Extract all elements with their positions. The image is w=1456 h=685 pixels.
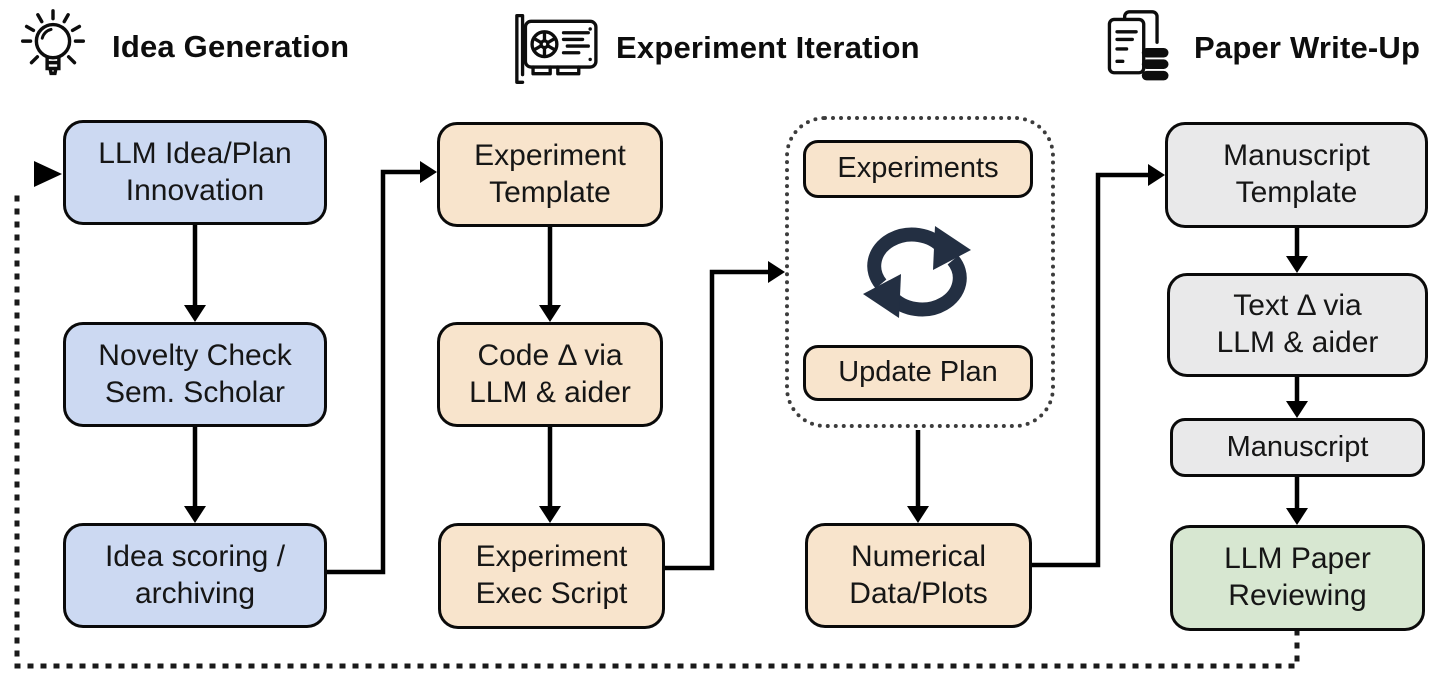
node-label: Manuscript Template [1223,139,1370,209]
arrow-manuscript-template-to-text [1286,228,1308,273]
node-text-delta: Text Δ via LLM & aider [1167,273,1428,377]
cycle-arrows-icon [856,220,978,324]
gpu-icon [508,8,600,88]
section-title: Idea Generation [112,29,350,64]
arrow-llm-idea-to-novelty [184,225,206,322]
node-experiments: Experiments [803,140,1033,198]
connector-exec-to-loop [665,261,785,571]
node-label: Text Δ via LLM & aider [1216,289,1379,359]
arrow-template-to-code [539,227,561,322]
section-title: Paper Write-Up [1194,30,1421,65]
node-label: Numerical Data/Plots [849,539,988,610]
node-label: Code Δ via LLM & aider [469,338,631,409]
node-label: Experiment Template [474,138,626,209]
section-header-idea-generation: Idea Generation [10,4,349,90]
node-code-delta: Code Δ via LLM & aider [437,322,663,427]
section-title: Experiment Iteration [616,30,920,65]
node-llm-idea-plan-innovation: LLM Idea/Plan Innovation [63,120,327,225]
solid-arrows [184,161,1308,575]
node-label: LLM Idea/Plan Innovation [98,136,292,207]
feedback-arrowhead [34,161,62,187]
lightbulb-icon [10,4,96,90]
arrow-loop-to-numerical [907,430,929,523]
section-header-paper-write-up: Paper Write-Up [1098,6,1420,90]
arrow-novelty-to-scoring [184,427,206,523]
node-label: Update Plan [838,356,998,389]
node-novelty-check: Novelty Check Sem. Scholar [63,322,327,427]
node-numerical-data-plots: Numerical Data/Plots [805,523,1032,628]
node-label: Experiments [837,152,999,185]
feedback-dotted-path [14,161,1300,669]
paper-stack-icon [1098,6,1178,90]
node-experiment-exec-script: Experiment Exec Script [438,523,665,629]
arrow-text-to-manuscript [1286,377,1308,418]
node-label: LLM Paper Reviewing [1224,542,1371,612]
node-manuscript: Manuscript [1170,418,1425,477]
connector-numerical-to-manuscript-template [1032,164,1165,568]
node-update-plan: Update Plan [803,345,1033,401]
arrow-manuscript-to-review [1286,477,1308,525]
node-llm-paper-reviewing: LLM Paper Reviewing [1170,525,1425,631]
node-label: Idea scoring / archiving [104,539,286,610]
node-label: Experiment Exec Script [475,540,628,610]
node-label: Manuscript [1226,430,1369,463]
arrow-code-to-exec [539,427,561,523]
node-idea-scoring-archiving: Idea scoring / archiving [63,523,327,628]
node-manuscript-template: Manuscript Template [1165,122,1428,228]
node-label: Novelty Check Sem. Scholar [98,338,292,409]
connector-scoring-to-experiment-template [327,161,437,575]
section-header-experiment-iteration: Experiment Iteration [508,8,920,88]
node-experiment-template: Experiment Template [437,122,663,227]
